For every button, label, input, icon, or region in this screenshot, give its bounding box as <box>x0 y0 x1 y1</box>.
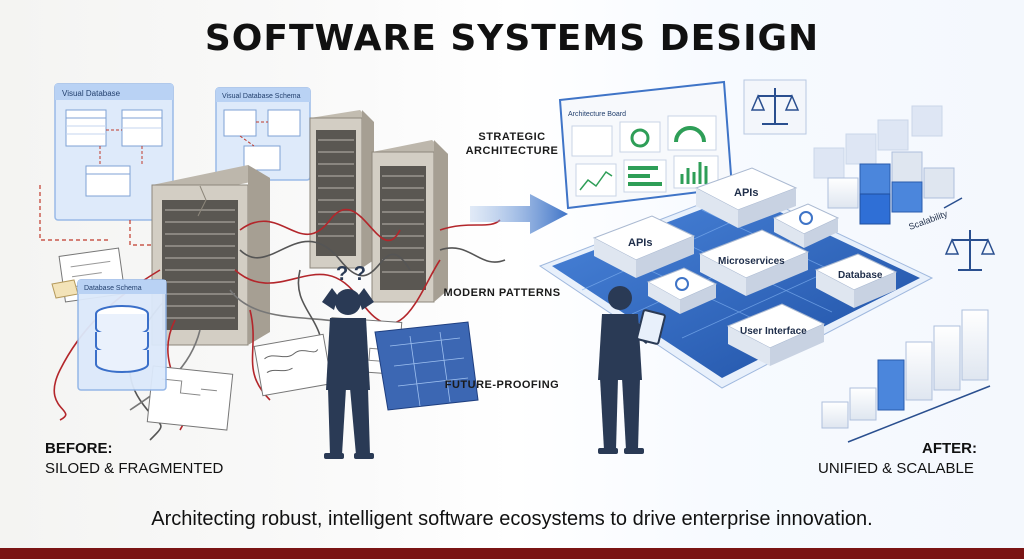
module-apis-top: APIs <box>694 167 798 228</box>
tablet-icon <box>636 309 666 345</box>
before-subheading: SILOED & FRAGMENTED <box>45 460 224 477</box>
architect-figure <box>598 286 666 454</box>
visual-database-label: Visual Database <box>62 89 121 98</box>
module-apis-top-label: APIs <box>734 187 758 199</box>
after-illustration: Architecture Board <box>538 79 996 454</box>
database-cylinder-icon <box>95 305 149 373</box>
growth-cubes <box>821 309 991 443</box>
caption: Architecting robust, intelligent softwar… <box>151 508 873 530</box>
gear-icon <box>799 211 813 225</box>
transition-label-modern: MODERN PATTERNS <box>443 287 561 299</box>
gear-icon <box>675 277 689 291</box>
visual-database-schema-panel: Visual Database Schema <box>215 87 311 181</box>
transition-label-future: FUTURE-PROOFING <box>444 379 560 391</box>
module-apis-left-label: APIs <box>628 237 652 249</box>
module-gear <box>772 203 840 248</box>
after-heading: AFTER: <box>922 440 977 457</box>
visual-database-schema-label: Visual Database Schema <box>222 93 301 100</box>
scalability-cubes <box>813 105 955 225</box>
question-marks: ? ? <box>336 263 366 285</box>
module-microservices-label: Microservices <box>718 256 785 267</box>
legacy-server-rack <box>371 140 448 303</box>
confused-person-figure <box>322 288 374 459</box>
balance-scale-icon <box>743 79 807 135</box>
visual-database-panel: Visual Database <box>54 83 174 221</box>
footer-bar <box>0 548 1024 559</box>
database-schema-label: Database Schema <box>84 285 142 292</box>
module-microservices: Microservices <box>698 229 810 296</box>
legacy-server-rack <box>151 165 270 346</box>
database-schema-panel: Database Schema <box>77 279 167 391</box>
module-database: Database <box>814 253 898 308</box>
after-subheading: UNIFIED & SCALABLE <box>818 460 974 477</box>
module-apis-left: APIs <box>592 215 696 278</box>
scalability-arrow-icon <box>943 197 963 209</box>
page-title: SOFTWARE SYSTEMS DESIGN <box>204 18 820 59</box>
analytics-dashboard: Architecture Board <box>558 80 734 210</box>
module-user-interface: User Interface <box>726 303 826 366</box>
transition-label-strategic: STRATEGIC ARCHITECTURE <box>465 131 559 157</box>
dashboard-title: Architecture Board <box>568 111 626 118</box>
module-database-label: Database <box>838 270 883 281</box>
module-gear <box>646 267 718 314</box>
balance-scale-icon <box>944 230 996 271</box>
module-user-interface-label: User Interface <box>740 326 807 337</box>
before-heading: BEFORE: <box>45 440 113 457</box>
blueprint-sheet <box>374 321 479 411</box>
before-illustration: Visual Database Visual Database Schema <box>39 83 506 459</box>
transition-arrow-icon <box>470 194 568 234</box>
